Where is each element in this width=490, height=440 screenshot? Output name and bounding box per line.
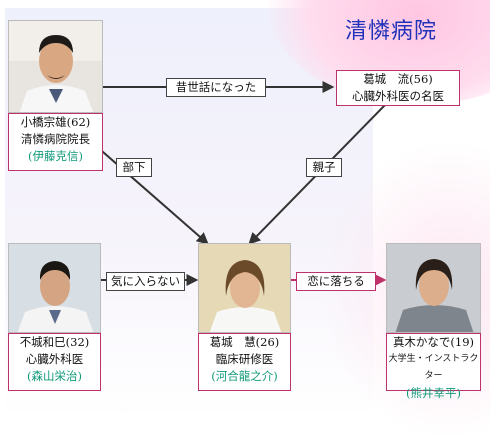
actor-kobashi: (伊藤克信) — [28, 149, 83, 163]
label-buka: 部下 — [116, 158, 152, 177]
hospital-title: 清憐病院 — [345, 19, 438, 44]
role-kuzuki-ryu: 心臓外科医の名医 — [352, 89, 444, 103]
label-oyako: 親子 — [306, 158, 342, 177]
arrow-kobashi-to-kei — [94, 144, 209, 245]
actor-maki: (熊井幸平) — [406, 386, 461, 400]
actor-fujo: (森山栄治) — [27, 369, 82, 383]
photo-maki — [386, 243, 481, 333]
role-fujo: 心臓外科医 — [25, 352, 84, 366]
portrait-maki-icon — [387, 244, 480, 332]
namebox-maki: 真木かなで(19) 大学生・インストラクター (熊井幸平) — [386, 333, 481, 400]
portrait-kuzuki-kei-icon — [199, 244, 290, 332]
label-koini: 恋に落ちる — [296, 272, 376, 291]
label-kiniiranai: 気に入らない — [106, 272, 185, 291]
portrait-kobashi-icon — [9, 21, 102, 112]
photo-kobashi — [8, 20, 103, 113]
name-kuzuki-ryu: 葛城 流(56) — [363, 72, 433, 86]
namebox-kuzuki-ryu: 葛城 流(56) 心臓外科医の名医 — [336, 70, 460, 106]
namebox-fujo: 不城和巳(32) 心臓外科医 (森山栄治) — [8, 333, 101, 391]
actor-kuzuki-kei: (河合龍之介) — [211, 369, 278, 383]
name-kuzuki-kei: 葛城 慧(26) — [209, 335, 280, 349]
name-fujo: 不城和巳(32) — [19, 335, 90, 349]
photo-kuzuki-kei — [198, 243, 291, 333]
name-maki: 真木かなで(19) — [392, 335, 475, 349]
namebox-kobashi: 小橋宗雄(62) 清憐病院院長 (伊藤克信) — [8, 113, 103, 171]
portrait-fujo-icon — [9, 244, 100, 332]
role-kobashi: 清憐病院院長 — [21, 132, 90, 146]
role-maki: 大学生・インストラクター — [388, 354, 479, 381]
role-kuzuki-kei: 臨床研修医 — [215, 352, 274, 366]
name-kobashi: 小橋宗雄(62) — [20, 115, 91, 129]
namebox-kuzuki-kei: 葛城 慧(26) 臨床研修医 (河合龍之介) — [198, 333, 291, 391]
label-mukashi: 昔世話になった — [166, 78, 266, 97]
photo-fujo — [8, 243, 101, 333]
